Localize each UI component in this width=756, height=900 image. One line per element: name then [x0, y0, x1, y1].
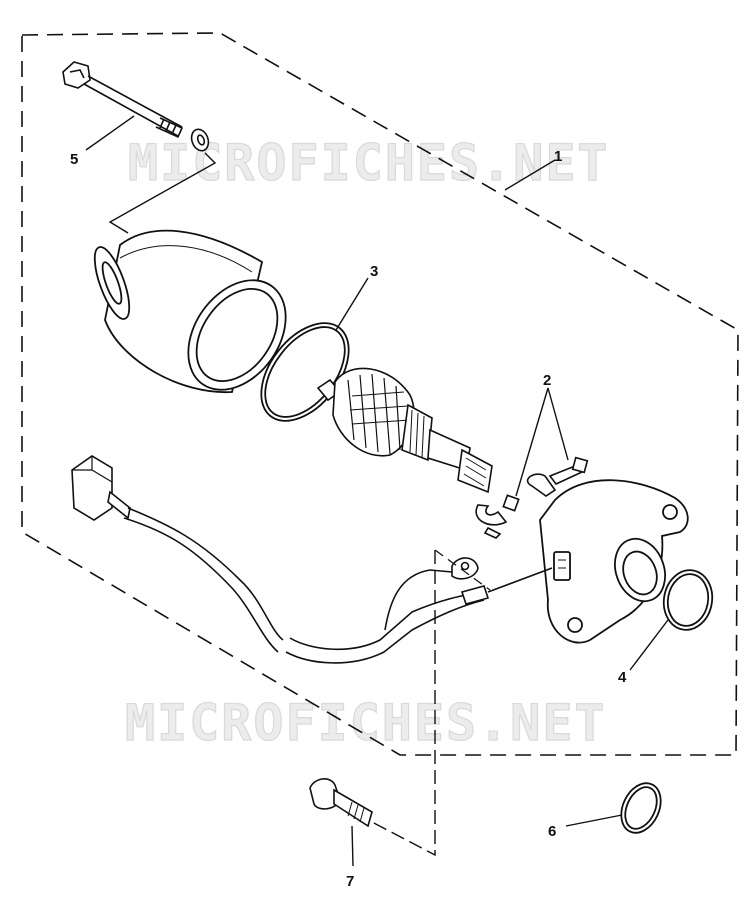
armature	[316, 367, 493, 494]
watermark-bottom: MICROFICHES.NET	[125, 694, 607, 752]
screw-reference-line-upper	[434, 549, 491, 591]
screw-part-7	[309, 778, 373, 828]
long-bolt-part-5	[62, 61, 184, 139]
callout-1: 1	[554, 148, 562, 165]
starter-housing	[93, 229, 287, 393]
callout-3: 3	[370, 263, 378, 280]
brush-holder-part-2	[526, 456, 589, 497]
callout-7: 7	[346, 873, 354, 890]
bolt-reference-line	[108, 152, 217, 234]
callout-2: 2	[543, 372, 551, 389]
brush-clip-part-2	[475, 494, 520, 539]
callout-6: 6	[548, 823, 556, 840]
leader-lines	[85, 115, 669, 867]
o-ring-part-6	[620, 782, 662, 834]
callout-4: 4	[618, 669, 627, 686]
callout-5: 5	[70, 151, 78, 168]
wire-harness	[71, 455, 553, 664]
washer-part-5	[190, 128, 210, 152]
o-ring-part-4	[662, 569, 714, 631]
end-cover	[539, 479, 689, 644]
screw-reference-line	[371, 550, 436, 857]
